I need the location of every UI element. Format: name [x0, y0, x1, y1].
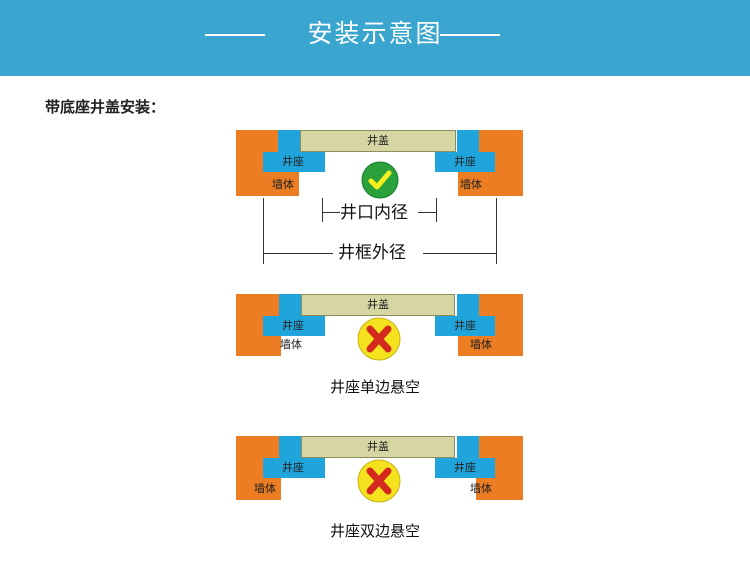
seat-left-ledge: [263, 458, 325, 478]
banner-left-line: [205, 34, 265, 36]
banner-right-line: [440, 34, 500, 36]
seat-right-upright: [457, 130, 479, 154]
wall-left-label: 墙体: [254, 482, 276, 495]
seat-left-ledge: [263, 152, 325, 172]
seat-left-label: 井座: [282, 155, 304, 168]
seat-left-upright: [279, 436, 301, 460]
wall-left-label: 墙体: [280, 338, 302, 351]
wall-right-label: 墙体: [460, 178, 482, 191]
diagram-both-sides: 井盖 井座 墙体 井座 墙体: [233, 434, 523, 500]
inner-dim-left-tick: [322, 198, 323, 222]
outer-dim-right-tick: [496, 198, 497, 264]
inner-dim-line-left: [322, 212, 340, 213]
seat-right-ledge: [435, 458, 495, 478]
section-subtitle: 带底座井盖安装：: [45, 98, 166, 116]
lid-label: 井盖: [367, 440, 389, 453]
outer-dim-line-left: [263, 253, 333, 254]
caption-both-sides: 井座双边悬空: [329, 522, 420, 540]
seat-left-ledge: [263, 316, 325, 336]
seat-left-label: 井座: [282, 461, 304, 474]
wall-right-label: 墙体: [470, 482, 492, 495]
seat-right-ledge: [435, 316, 495, 336]
header-banner: 安装示意图: [0, 0, 750, 76]
diagram-single-side: 井盖 井座 墙体 井座 墙体: [233, 292, 523, 358]
inner-diameter-label: 井口内径: [340, 202, 408, 224]
caption-single-side: 井座单边悬空: [329, 378, 420, 396]
outer-diameter-label: 井框外径: [338, 242, 406, 264]
seat-left-label: 井座: [282, 319, 304, 332]
seat-left-upright: [278, 130, 300, 154]
seat-right-label: 井座: [454, 155, 476, 168]
check-icon: [361, 161, 399, 199]
cross-icon: [357, 317, 401, 361]
diagram-correct: 井盖 井座 墙体 井座 墙体: [233, 128, 523, 196]
lid-label: 井盖: [367, 298, 389, 311]
seat-right-upright: [457, 294, 479, 318]
well-lid: [300, 130, 456, 152]
inner-dim-line-right: [418, 212, 436, 213]
cross-icon: [357, 459, 401, 503]
outer-dim-line-right: [423, 253, 496, 254]
seat-right-label: 井座: [454, 461, 476, 474]
outer-dim-left-tick: [263, 198, 264, 264]
well-lid: [301, 436, 455, 458]
seat-right-label: 井座: [454, 319, 476, 332]
wall-right-label: 墙体: [470, 338, 492, 351]
seat-right-ledge: [435, 152, 495, 172]
seat-left-upright: [279, 294, 301, 318]
wall-left-label: 墙体: [272, 178, 294, 191]
inner-dim-right-tick: [436, 198, 437, 222]
well-lid: [301, 294, 455, 316]
page-title: 安装示意图: [307, 19, 443, 48]
lid-label: 井盖: [367, 134, 389, 147]
seat-right-upright: [457, 436, 479, 460]
